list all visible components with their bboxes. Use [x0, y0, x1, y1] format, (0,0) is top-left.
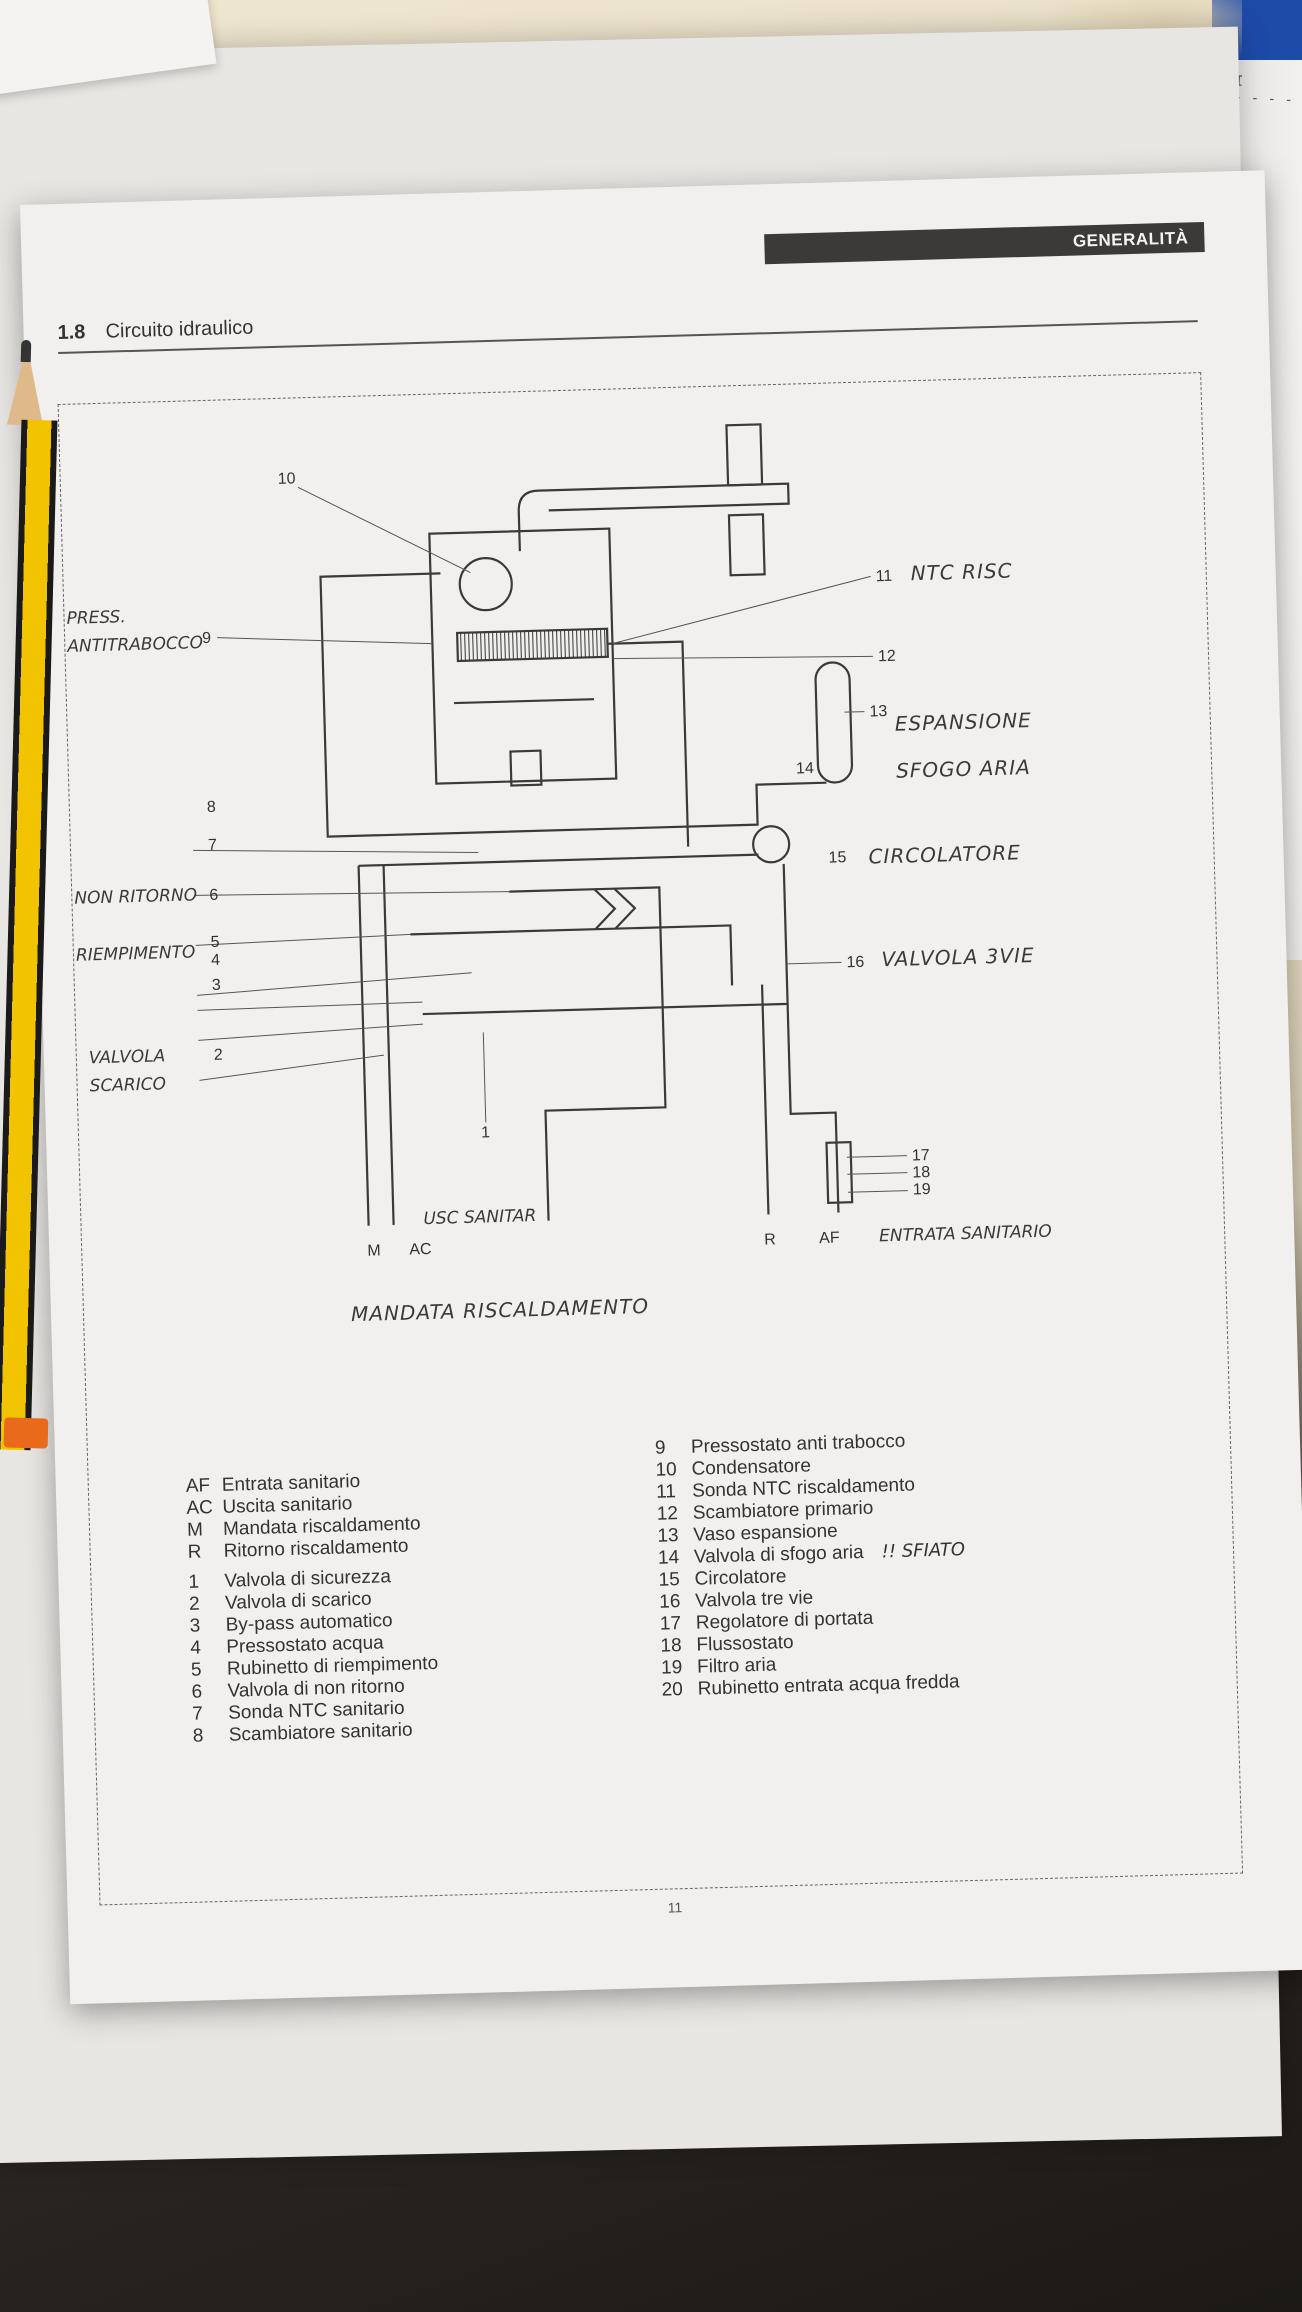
callout-15: 15	[828, 849, 846, 866]
callout-7: 7	[208, 837, 217, 854]
callout-17: 17	[912, 1147, 930, 1164]
hydraulic-diagram: 10 9 11 12 13 14 8 15 7 6 5 4 3 16 2 1 1…	[66, 423, 1052, 1326]
callout-18: 18	[912, 1164, 930, 1181]
label-ac: AC	[409, 1241, 432, 1259]
leader-lines	[193, 486, 908, 1193]
page-number: 11	[667, 1899, 683, 1916]
label-m: M	[367, 1242, 381, 1259]
sanitary-exchanger-chevron	[593, 888, 617, 930]
note-press-2: ANTITRABOCCO	[66, 633, 203, 657]
note-entrata-sanitario: ENTRATA SANITARIO	[879, 1222, 1052, 1247]
flow-regulator	[825, 1141, 854, 1204]
heating-flow	[607, 640, 690, 847]
callout-4: 4	[211, 952, 220, 969]
note-sfiato: !! SFIATO	[881, 1539, 966, 1563]
callout-3: 3	[212, 977, 221, 994]
note-valvola-2: SCARICO	[89, 1074, 166, 1096]
chimney-bottom	[727, 513, 766, 577]
manual-page: GENERALITÀ 1.8 Circuito idraulico	[20, 170, 1302, 2005]
heating-loop	[319, 572, 827, 838]
circulator	[752, 825, 791, 864]
callout-19: 19	[913, 1181, 931, 1198]
pencil-eraser	[3, 1417, 49, 1449]
note-valvola-3vie: VALVOLA 3VIE	[881, 943, 1035, 971]
gas-valve	[509, 749, 543, 787]
callout-1: 1	[481, 1124, 490, 1141]
sanitary-exchanger-loop	[509, 886, 667, 1221]
mandata-pipe	[357, 865, 395, 1226]
callout-8: 8	[207, 799, 216, 816]
return-pipe	[760, 984, 840, 1215]
callout-10: 10	[278, 470, 296, 487]
callout-5: 5	[210, 934, 219, 951]
callout-16: 16	[846, 954, 864, 971]
fan-condenser	[458, 557, 513, 612]
note-riempimento: RIEMPIMENTO	[76, 942, 196, 965]
flue-pipe	[517, 482, 790, 552]
callout-14: 14	[796, 760, 814, 777]
label-af: AF	[819, 1230, 840, 1248]
note-mandata-riscaldamento: MANDATA RISCALDAMENTO	[351, 1294, 650, 1326]
chimney-top	[725, 423, 764, 487]
pencil-lead	[20, 339, 32, 363]
note-espansione: ESPANSIONE	[894, 708, 1032, 736]
label-r: R	[764, 1231, 776, 1248]
note-press-1: PRESS.	[66, 607, 126, 629]
note-circolatore: CIRCOLATORE	[868, 840, 1021, 868]
callout-6: 6	[209, 887, 218, 904]
burner-bar	[454, 698, 595, 705]
note-usc-sanitaria: USC SANITAR	[423, 1206, 536, 1229]
non-return-pipe	[410, 924, 734, 986]
pipework	[319, 423, 854, 1226]
note-non-ritorno: NON RITORNO	[74, 885, 197, 908]
note-sfogo-aria: SFOGO ARIA	[896, 755, 1031, 783]
callout-2: 2	[214, 1047, 223, 1064]
primary-exchanger	[455, 627, 609, 663]
boiler-chamber	[428, 527, 618, 785]
sanitary-exchanger-chevron-2	[613, 887, 637, 930]
note-ntc-risc: NTC RISC	[910, 558, 1013, 585]
callout-11: 11	[875, 568, 892, 585]
callout-13: 13	[869, 703, 887, 720]
callout-12: 12	[878, 648, 896, 665]
callout-9: 9	[202, 630, 211, 647]
note-valvola-1: VALVOLA	[89, 1046, 166, 1068]
expansion-vessel	[814, 661, 854, 784]
